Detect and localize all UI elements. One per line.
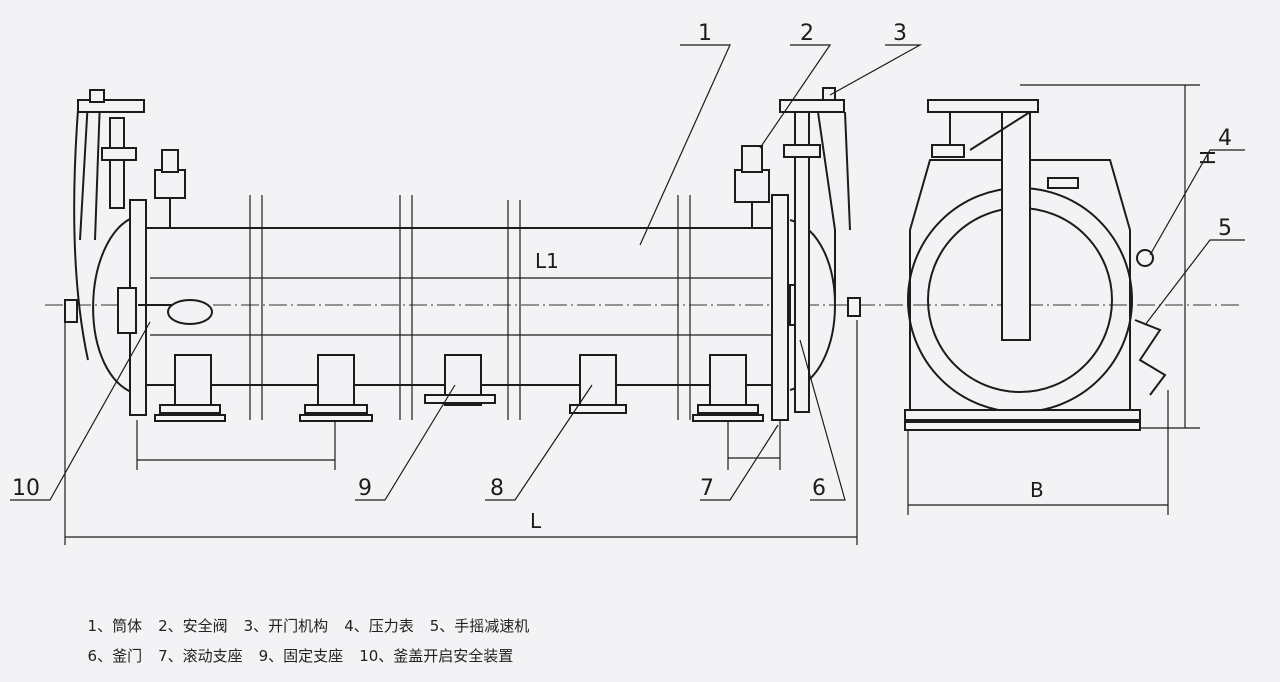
callout-5: 5 xyxy=(1218,216,1232,241)
legend-item: 7、滚动支座 xyxy=(158,647,243,665)
legend-item: 6、釜门 xyxy=(87,647,143,665)
legend-item: 10、釜盖开启安全装置 xyxy=(359,647,514,665)
legend-item: 5、手摇减速机 xyxy=(429,617,530,635)
legend-row-2: 6、釜门 7、滚动支座 9、固定支座 10、釜盖开启安全装置 xyxy=(78,627,529,666)
callout-1: 1 xyxy=(698,21,712,46)
callout-leaders xyxy=(10,44,1245,501)
callout-8: 8 xyxy=(490,476,504,501)
callout-3: 3 xyxy=(893,21,907,46)
vessel-side-view xyxy=(64,87,861,422)
legend-item: 3、开门机构 xyxy=(243,617,329,635)
dim-B: B xyxy=(1030,478,1044,502)
callout-9: 9 xyxy=(358,476,372,501)
callout-4: 4 xyxy=(1218,126,1232,151)
legend-item: 4、压力表 xyxy=(344,617,414,635)
legend-item: 9、固定支座 xyxy=(258,647,344,665)
dim-H: H xyxy=(1195,150,1219,165)
vessel-end-view xyxy=(904,99,1167,431)
callout-6: 6 xyxy=(812,476,826,501)
legend-item: 1、筒体 xyxy=(87,617,143,635)
callout-10: 10 xyxy=(12,476,40,501)
callout-2: 2 xyxy=(800,21,814,46)
legend-item: 2、安全阀 xyxy=(158,617,228,635)
dim-L1: L1 xyxy=(535,249,559,273)
legend-row-1: 1、筒体 2、安全阀 3、开门机构 4、压力表 5、手摇减速机 xyxy=(78,597,545,636)
dim-L: L xyxy=(530,509,542,533)
dimension-lines xyxy=(64,84,1200,545)
callout-7: 7 xyxy=(700,476,714,501)
supports xyxy=(154,354,764,422)
